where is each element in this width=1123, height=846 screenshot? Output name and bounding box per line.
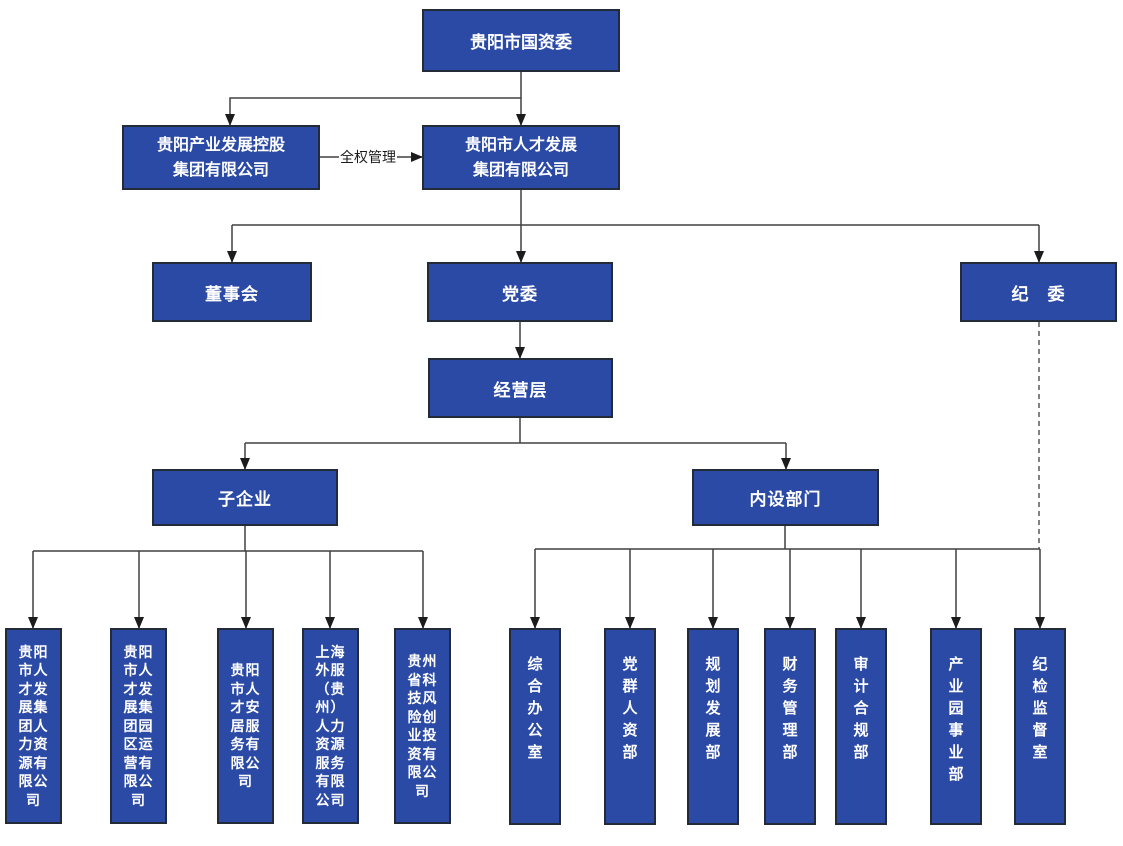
node-label: 内设部门: [749, 490, 822, 509]
node-label: 贵阳市人才发展集团有限公司: [464, 136, 577, 179]
node-label: 纪检监督室: [1032, 656, 1048, 761]
node-subsidiary-venture-capital-company: 贵州省科技风险创业投资有限公司: [394, 628, 451, 824]
node-guiyang-sasac: 贵阳市国资委: [422, 9, 620, 72]
node-label: 党群人资部: [622, 656, 638, 761]
node-label: 上海外服（贵州）人力资源服务有限公司: [315, 643, 346, 808]
node-label: 党委: [502, 284, 538, 304]
node-label: 贵阳市人才发展集团园区运营有限公司: [123, 643, 154, 808]
node-board-of-directors: 董事会: [152, 262, 312, 322]
node-subsidiary-park-operation-company: 贵阳市人才发展集团园区运营有限公司: [110, 628, 167, 824]
node-dept-audit-compliance: 审计合规部: [835, 628, 887, 825]
node-label: 财务管理部: [782, 656, 798, 761]
node-subsidiary-anju-service-company: 贵阳市人才安居服务有限公司: [217, 628, 274, 824]
mandate-edge-text: 全权管理: [339, 149, 397, 165]
node-label: 贵阳市人才发展集团人力资源有限公司: [18, 643, 49, 808]
node-label: 贵州省科技风险创业投资有限公司: [407, 653, 438, 799]
node-discipline-committee: 纪 委: [960, 262, 1117, 322]
node-subsidiaries-header: 子企业: [152, 469, 338, 526]
node-dept-financial-management: 财务管理部: [764, 628, 816, 825]
node-dept-general-office: 综合办公室: [509, 628, 561, 825]
node-dept-industrial-park-business: 产业园事业部: [930, 628, 982, 825]
node-party-committee: 党委: [427, 262, 613, 322]
node-dept-planning-development: 规划发展部: [687, 628, 739, 825]
node-label: 贵阳市国资委: [470, 33, 572, 52]
node-label: 贵阳市人才安居服务有限公司: [230, 662, 261, 790]
node-subsidiary-shanghai-fsg-guizhou: 上海外服（贵州）人力资源服务有限公司: [302, 628, 359, 824]
node-label: 规划发展部: [705, 656, 721, 761]
node-label: 贵阳产业发展控股集团有限公司: [156, 136, 285, 179]
connector-group: [28, 72, 1045, 629]
node-subsidiary-hr-company: 贵阳市人才发展集团人力资源有限公司: [5, 628, 62, 824]
node-label: 纪 委: [1011, 284, 1066, 304]
node-dept-discipline-supervision-office: 纪检监督室: [1014, 628, 1066, 825]
node-dept-party-mass-hr: 党群人资部: [604, 628, 656, 825]
node-label: 子企业: [218, 490, 272, 509]
node-label: 审计合规部: [853, 656, 869, 761]
node-label: 综合办公室: [527, 656, 543, 761]
node-talent-development-group: 贵阳市人才发展集团有限公司: [422, 125, 620, 190]
node-label: 产业园事业部: [948, 656, 964, 783]
node-internal-departments-header: 内设部门: [692, 469, 879, 526]
node-management-layer: 经营层: [428, 358, 613, 418]
mandate-edge-label: 全权管理: [320, 147, 416, 167]
node-label: 董事会: [205, 284, 259, 304]
node-label: 经营层: [493, 380, 548, 400]
node-industry-holding-group: 贵阳产业发展控股集团有限公司: [122, 125, 320, 190]
